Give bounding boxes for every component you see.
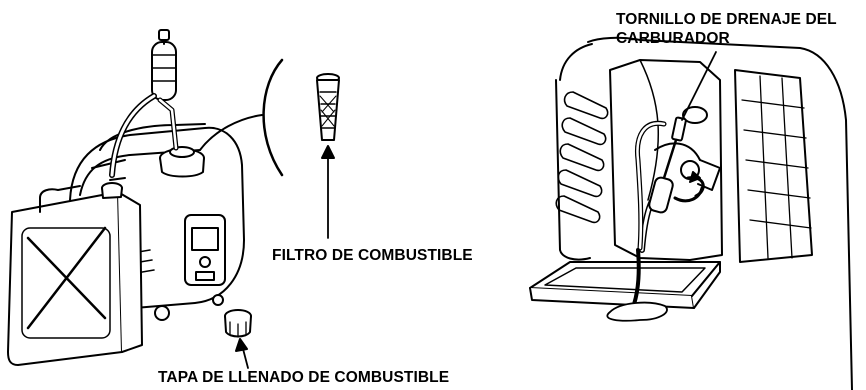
drain-screw-assembly [634,51,717,253]
fuel-fill-neck [159,146,205,178]
generator-right [555,36,853,390]
fuel-fill-cap [224,309,252,369]
fuel-fill-cap-label: TAPA DE LLENADO DE COMBUSTIBLE [158,369,450,386]
pump-siphon [109,29,179,178]
fuel-filter-label: FILTRO DE COMBUSTIBLE [272,247,473,264]
filter-callout-arc [199,58,284,177]
drain-label-line-2: CARBURADOR [616,30,730,47]
drain-tray [529,248,721,322]
drain-label-line-1: TORNILLO DE DRENAJE DEL [616,11,837,28]
fuel-can [7,182,143,366]
carburetor-drain-screw-label: TORNILLO DE DRENAJE DEL CARBURADOR [616,10,837,48]
fuel-filter [316,73,340,239]
